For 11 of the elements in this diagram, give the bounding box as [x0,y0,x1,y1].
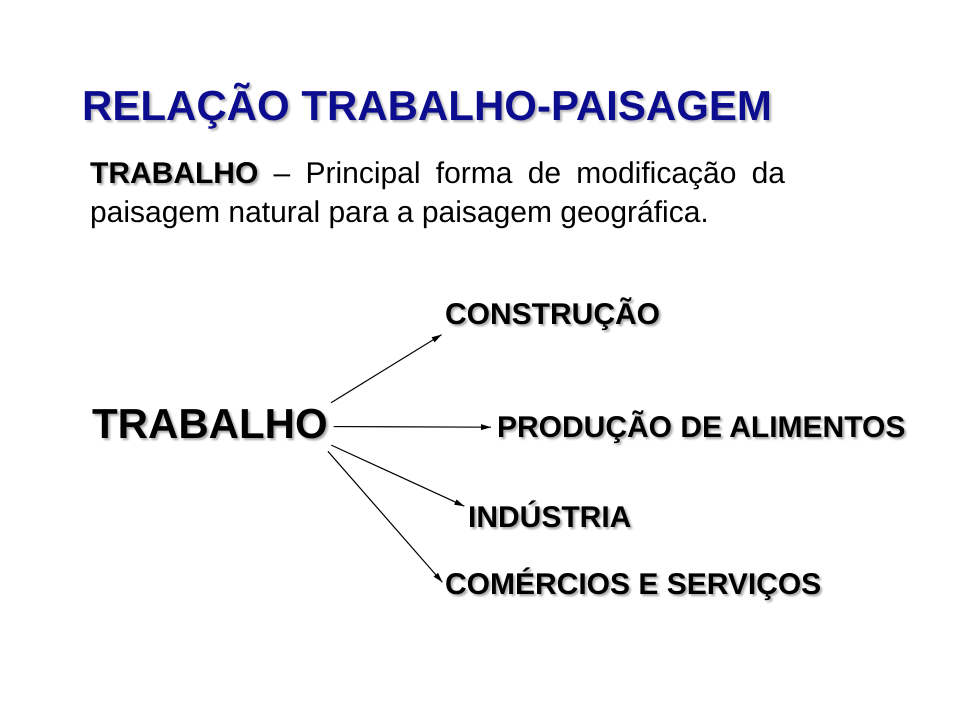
arrow [330,334,442,404]
arrow [327,450,443,583]
arrow [331,444,465,507]
arrow [334,424,491,430]
description-text: TRABALHO – Principal forma de modificação da paisagem natural para a paisagem geográfica. [90,156,785,231]
title: RELAÇÃO TRABALHO-PAISAGEM [82,82,772,130]
central-term: TRABALHO [92,400,328,448]
category-label: PRODUÇÃO DE ALIMENTOS [497,411,906,446]
category-label: CONSTRUÇÃO [445,298,660,332]
category-label: COMÉRCIOS E SERVIÇOS [445,568,822,602]
category-label: INDÚSTRIA [468,501,632,536]
